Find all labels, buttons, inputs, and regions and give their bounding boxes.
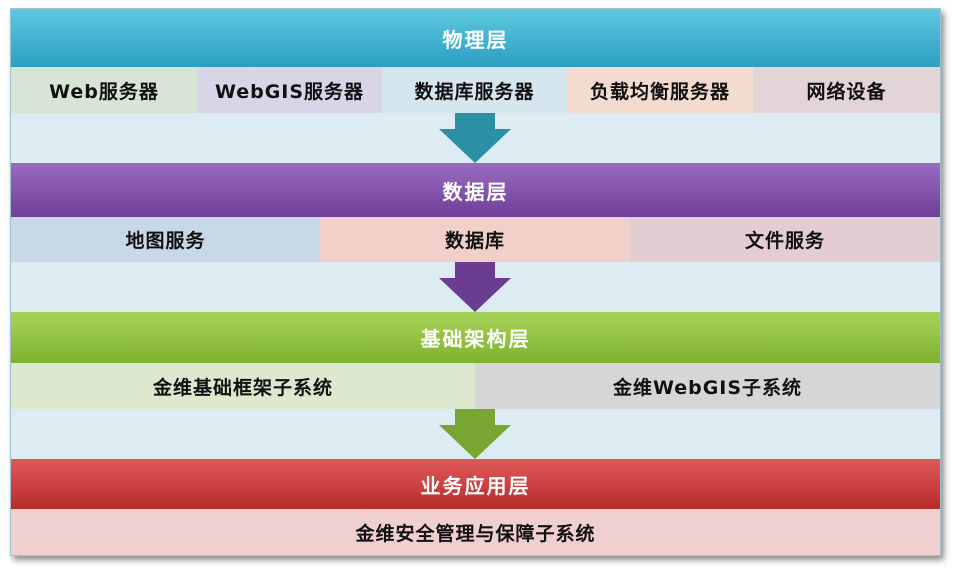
load-balancer-label: 负载均衡服务器	[589, 80, 730, 103]
physical-layer-row: Web服务器 WebGIS服务器 数据库服务器 负载均衡服务器 网络设备	[11, 67, 940, 113]
load-balancer-cell: 负载均衡服务器	[567, 67, 753, 113]
infrastructure-layer-header: 基础架构层	[11, 312, 940, 363]
security-subsystem-cell: 金维安全管理与保障子系统	[11, 509, 940, 555]
security-subsystem-label: 金维安全管理与保障子系统	[355, 522, 596, 545]
architecture-diagram: 物理层 Web服务器 WebGIS服务器 数据库服务器 负载均衡服务器 网络设备…	[10, 8, 941, 556]
webgis-subsystem-cell: 金维WebGIS子系统	[475, 363, 940, 409]
physical-layer-header: 物理层	[11, 9, 940, 67]
webgis-subsystem-label: 金维WebGIS子系统	[612, 376, 803, 399]
database-label: 数据库	[444, 230, 505, 252]
network-device-cell: 网络设备	[753, 67, 940, 113]
map-service-label: 地图服务	[125, 230, 206, 252]
application-layer-header: 业务应用层	[11, 459, 940, 509]
application-layer-row: 金维安全管理与保障子系统	[11, 509, 940, 555]
web-server-cell: Web服务器	[11, 67, 197, 113]
webgis-server-label: WebGIS服务器	[214, 80, 365, 103]
framework-subsystem-label: 金维基础框架子系统	[152, 376, 333, 399]
file-service-cell: 文件服务	[630, 217, 940, 262]
infrastructure-layer-row: 金维基础框架子系统 金维WebGIS子系统	[11, 363, 940, 409]
database-server-cell: 数据库服务器	[382, 67, 567, 113]
down-arrow-icon	[439, 113, 511, 163]
map-service-cell: 地图服务	[11, 217, 320, 262]
network-device-label: 网络设备	[806, 80, 887, 103]
data-layer-header: 数据层	[11, 163, 940, 217]
database-cell: 数据库	[320, 217, 630, 262]
web-server-label: Web服务器	[49, 80, 159, 103]
data-layer-row: 地图服务 数据库 文件服务	[11, 217, 940, 262]
data-layer-title: 数据层	[442, 179, 509, 204]
framework-subsystem-cell: 金维基础框架子系统	[11, 363, 475, 409]
webgis-server-cell: WebGIS服务器	[197, 67, 382, 113]
application-layer-title: 业务应用层	[420, 473, 531, 498]
database-server-label: 数据库服务器	[414, 80, 535, 103]
file-service-label: 文件服务	[744, 230, 825, 252]
physical-layer-title: 物理层	[442, 27, 509, 52]
down-arrow-icon	[439, 409, 511, 459]
infrastructure-layer-title: 基础架构层	[420, 327, 531, 351]
down-arrow-icon	[439, 262, 511, 312]
